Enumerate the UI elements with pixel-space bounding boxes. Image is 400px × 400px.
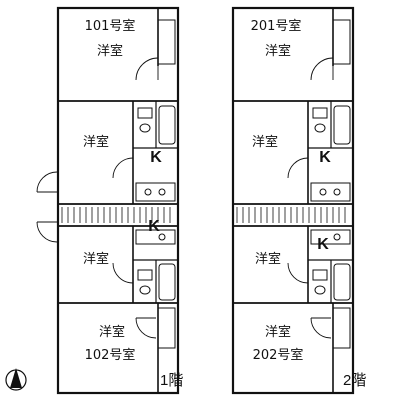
unit-101-label: 101号室 bbox=[84, 19, 136, 34]
entrance-door-upper bbox=[36, 171, 58, 193]
floor-2-title: 2階 bbox=[343, 372, 367, 389]
room-label: 洋室 bbox=[264, 44, 292, 59]
room-label: 洋室 bbox=[96, 44, 124, 59]
unit-102-label: 102号室 bbox=[84, 348, 136, 363]
room-label: 洋室 bbox=[82, 135, 110, 150]
room-label: 洋室 bbox=[254, 252, 282, 267]
room-label: 洋室 bbox=[251, 135, 279, 150]
room-label: 洋室 bbox=[82, 252, 110, 267]
room-label: 洋室 bbox=[264, 325, 292, 340]
entrance-door-lower bbox=[36, 221, 58, 243]
floor-1-title: 1階 bbox=[160, 372, 184, 389]
floor-2-building bbox=[231, 6, 355, 395]
room-label: 洋室 bbox=[98, 325, 126, 340]
kitchen-label: K bbox=[317, 236, 329, 253]
unit-202-label: 202号室 bbox=[252, 348, 304, 363]
north-arrow-icon bbox=[5, 368, 27, 391]
kitchen-label: K bbox=[148, 218, 160, 235]
unit-201-label: 201号室 bbox=[250, 19, 302, 34]
kitchen-label: K bbox=[319, 149, 331, 166]
kitchen-label: K bbox=[150, 149, 162, 166]
